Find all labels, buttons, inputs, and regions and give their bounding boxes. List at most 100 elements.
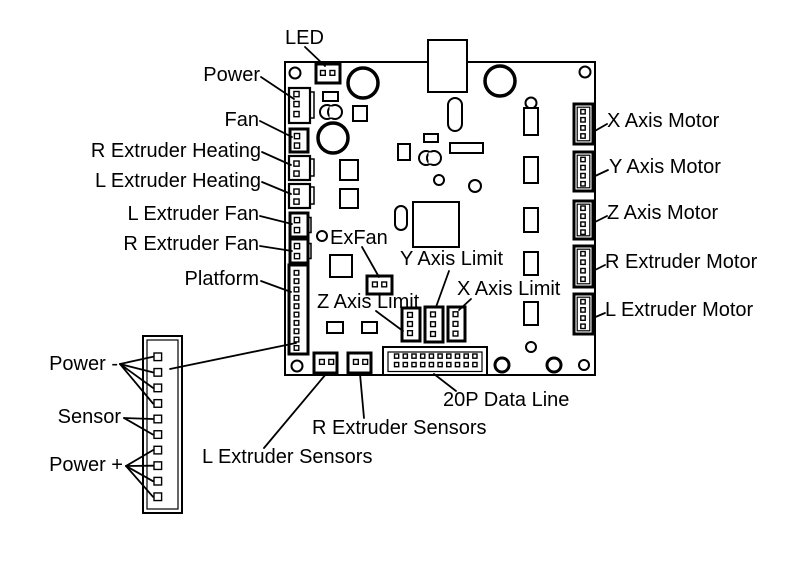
power-plus-pointer-line — [125, 465, 154, 498]
external-connector — [142, 335, 183, 514]
connector-pin — [293, 198, 300, 205]
connector-pin — [580, 164, 586, 171]
connector-pin — [452, 330, 459, 337]
label-20p-data-line: 20P Data Line — [443, 389, 570, 411]
connector-pin — [352, 358, 360, 366]
connector-pin — [429, 311, 437, 318]
component — [339, 159, 359, 181]
capacitor — [316, 121, 350, 155]
connector-pin — [580, 267, 586, 274]
l-extruder-sensors-pointer-line — [263, 373, 327, 449]
power-connector-pins — [293, 90, 300, 118]
connector-pin — [402, 361, 409, 368]
connector-pin — [293, 311, 300, 318]
connector-pin — [293, 286, 300, 293]
connector-pin — [293, 344, 300, 351]
data-line-pins-row1 — [393, 353, 478, 359]
connector-pin — [580, 250, 586, 257]
connector-pin — [580, 108, 586, 115]
connector-inner — [576, 106, 591, 142]
connector-pin — [293, 142, 301, 149]
small-component — [433, 174, 445, 186]
r-extruder-fan-pointer-line — [259, 245, 293, 252]
z-axis-motor-connector — [572, 199, 595, 241]
connector-pin — [381, 281, 388, 288]
led-connector — [314, 62, 342, 85]
fan-pointer-line — [259, 120, 293, 138]
label-x-axis-motor: X Axis Motor — [607, 110, 720, 132]
connector-pin — [293, 132, 301, 140]
label-y-axis-limit: Y Axis Limit — [400, 248, 503, 270]
connector-pin — [580, 213, 586, 220]
x-axis-motor-pointer-line — [592, 123, 608, 133]
l-extruder-sensors-connector — [312, 351, 339, 375]
connector-pin — [437, 361, 443, 368]
platform-pointer-line — [260, 280, 292, 293]
x-axis-limit-pins — [452, 311, 459, 337]
connector-pin — [293, 170, 300, 177]
r-extruder-sensors-pointer-line — [359, 373, 365, 419]
connector-pin — [446, 361, 452, 368]
connector-pin — [580, 180, 586, 187]
r-extruder-motor-pins — [580, 250, 586, 283]
connector-pin — [153, 476, 163, 486]
label-fan: Fan — [224, 109, 259, 131]
r-extruder-motor-pointer-line — [592, 264, 606, 272]
connector-pin — [454, 353, 461, 359]
power-minus-pointer-line — [119, 355, 154, 365]
connector-pin — [580, 307, 586, 313]
r-extruder-fan-pins — [293, 242, 301, 260]
external-to-board-line — [169, 342, 297, 370]
component — [329, 254, 353, 278]
small-component — [468, 179, 482, 193]
label-sensor: Sensor — [57, 406, 121, 428]
connector-pin — [153, 461, 163, 471]
x-axis-motor-connector — [572, 102, 595, 146]
component — [339, 188, 359, 209]
l-extruder-heating-pointer-line — [261, 181, 292, 195]
label-platform: Platform — [184, 268, 259, 290]
label-r-extruder-motor: R Extruder Motor — [605, 251, 758, 273]
connector-pin — [393, 361, 400, 368]
component — [361, 321, 378, 334]
component — [423, 133, 439, 143]
connector-pin — [580, 298, 586, 305]
connector-pin — [406, 330, 414, 337]
connector-pin — [318, 358, 326, 366]
label-l-extruder-heating: L Extruder Heating — [94, 170, 261, 192]
connector-pin — [419, 361, 426, 368]
connector-pin — [580, 323, 586, 330]
capacitor — [346, 66, 380, 100]
r-extruder-motor-connector — [572, 244, 595, 289]
label-r-extruder-fan: R Extruder Fan — [123, 233, 259, 255]
label-y-axis-motor: Y Axis Motor — [609, 156, 721, 178]
l-extruder-motor-connector — [572, 292, 595, 336]
label-power-minus: Power - — [49, 353, 118, 375]
y-axis-motor-connector — [572, 150, 595, 193]
connector-pin — [293, 90, 300, 98]
connector-pin — [293, 188, 300, 195]
connector-pin — [580, 315, 586, 321]
connector-pin — [393, 353, 400, 359]
connector-pin — [328, 358, 335, 366]
connector-pin — [429, 330, 437, 338]
connector-pin — [293, 226, 301, 234]
y-axis-limit-pointer-line — [435, 270, 450, 308]
z-axis-motor-pins — [580, 205, 586, 236]
data-line-pointer-line — [433, 373, 457, 392]
component — [428, 152, 433, 164]
connector-pin — [293, 278, 300, 285]
connector-pin — [329, 69, 336, 77]
z-axis-limit-pointer-line — [375, 310, 404, 332]
connector-pin — [580, 156, 586, 163]
connector-pin — [580, 259, 586, 266]
connector-pin — [463, 361, 470, 368]
connector-pin — [153, 445, 163, 455]
label-power-plus: Power + — [49, 454, 123, 476]
component — [329, 106, 334, 118]
label-l-extruder-fan: L Extruder Fan — [127, 203, 259, 225]
power-minus-pointer-line — [119, 363, 154, 405]
x-axis-motor-pins — [580, 108, 586, 139]
connector-pin — [293, 100, 300, 108]
